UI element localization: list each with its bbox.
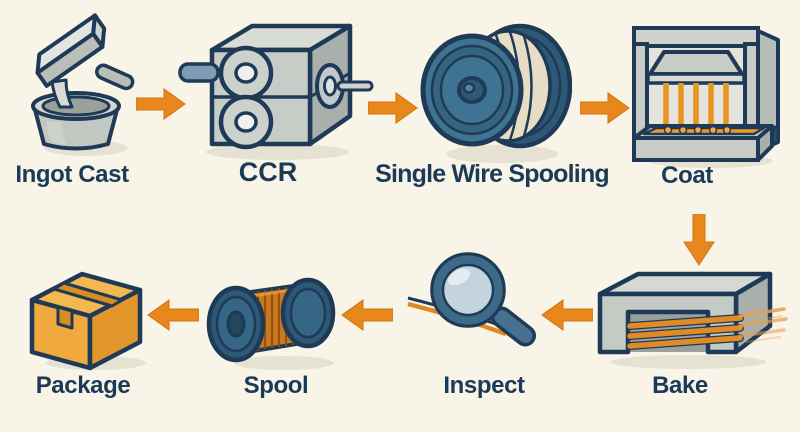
step-package <box>14 260 154 372</box>
step-inspect <box>406 250 558 364</box>
flow-arrow-down-icon <box>683 214 715 266</box>
baking-oven-icon <box>597 271 788 369</box>
step-ccr <box>178 16 376 162</box>
ccr-rolling-mill-icon <box>178 23 374 160</box>
step-label-single-wire-spooling: Single Wire Spooling <box>375 160 610 188</box>
flow-arrow-right-icon <box>136 88 186 120</box>
flow-arrow-right-icon <box>580 92 630 124</box>
cardboard-box-icon <box>29 271 146 371</box>
flow-arrow-right-icon <box>368 92 418 124</box>
coating-machine-icon <box>632 26 780 168</box>
magnifying-glass-icon <box>407 252 537 347</box>
step-label-ingot-cast: Ingot Cast <box>15 161 129 188</box>
wire-spool-large-icon <box>420 23 572 163</box>
step-single-wire-spooling <box>420 20 572 166</box>
step-label-package: Package <box>35 372 131 399</box>
flow-arrow-left-icon <box>541 299 593 331</box>
step-spool <box>206 268 338 372</box>
step-coat <box>626 20 788 168</box>
step-label-coat: Coat <box>661 162 713 189</box>
step-label-bake: Bake <box>652 372 708 399</box>
ingot-cast-icon <box>31 13 135 156</box>
step-ingot-cast <box>16 6 138 158</box>
step-label-inspect: Inspect <box>443 372 525 399</box>
flow-arrow-left-icon <box>341 299 393 331</box>
step-label-spool: Spool <box>243 372 309 399</box>
copper-spool-icon <box>206 277 336 370</box>
step-label-ccr: CCR <box>238 157 298 187</box>
step-bake <box>588 262 788 372</box>
flow-arrow-left-icon <box>147 299 199 331</box>
